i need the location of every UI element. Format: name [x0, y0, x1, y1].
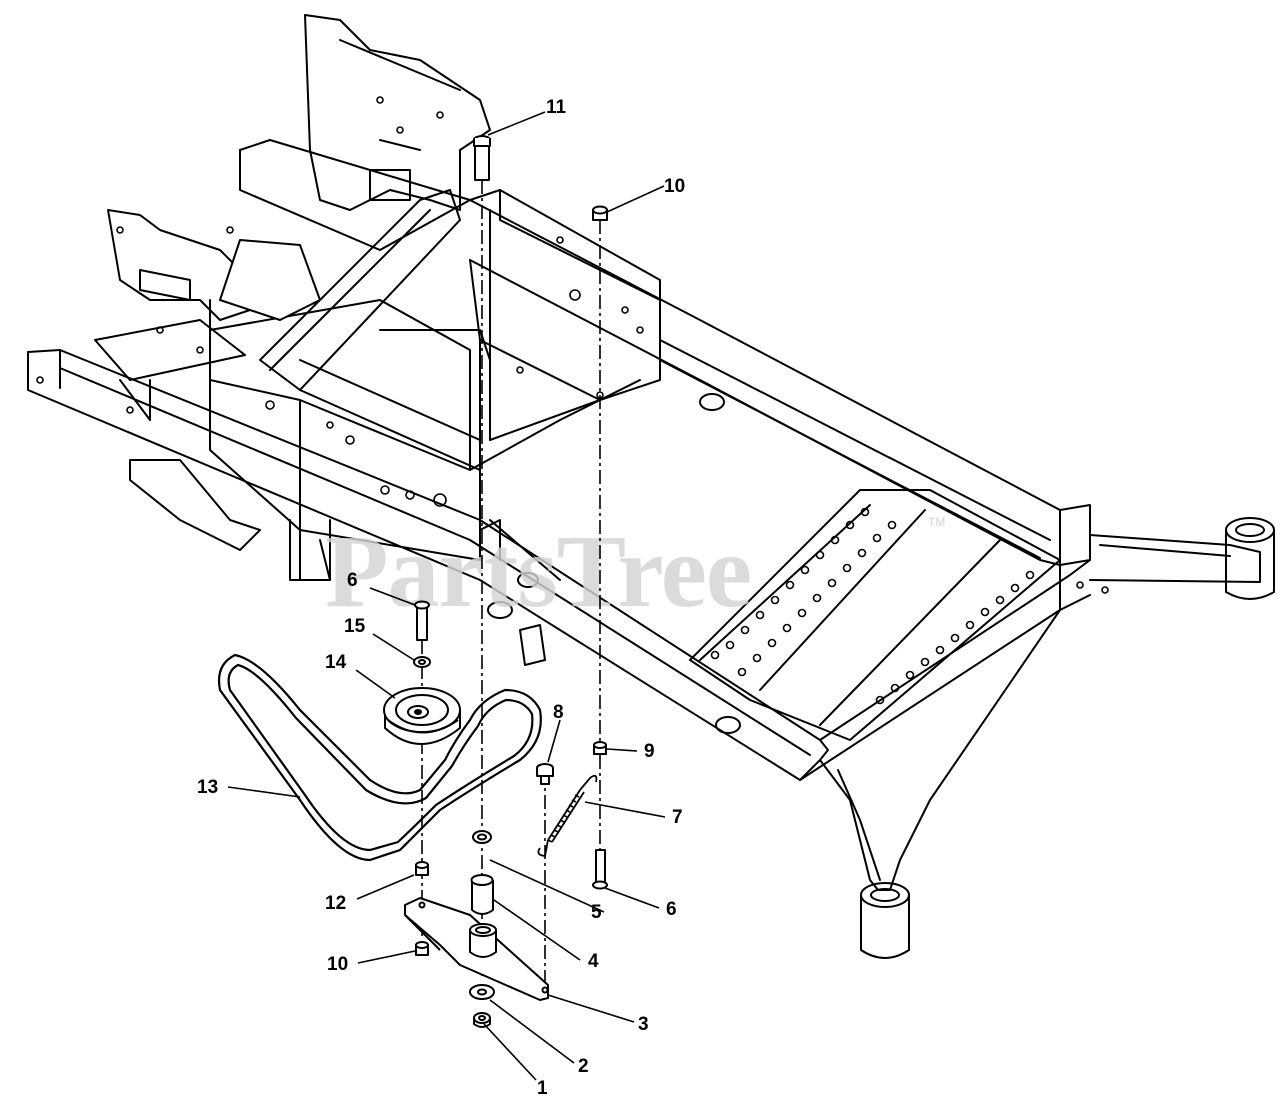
watermark-trademark: TM	[928, 515, 945, 529]
callout-8: 8	[553, 702, 564, 723]
callout-15: 15	[344, 616, 366, 637]
part-15-washer	[413, 656, 431, 668]
callout-14: 14	[325, 652, 347, 673]
part-10-nut-top	[592, 205, 608, 221]
callout-9: 9	[644, 741, 655, 762]
callout-7: 7	[672, 807, 683, 828]
part-1-nut	[473, 1012, 491, 1028]
part-6-bolt-right	[592, 849, 608, 890]
part-6-bolt-left	[414, 600, 430, 641]
mower-frame	[27, 14, 1275, 959]
callout-13: 13	[197, 777, 218, 798]
part-14-idler-pulley	[383, 687, 461, 745]
callout-12: 12	[325, 893, 346, 914]
part-13-belt	[217, 653, 542, 862]
part-7-spring	[537, 774, 598, 857]
callouts: 11 10 6 15 14 8 9 13 7 12 5 6 4 10 3 2 1	[197, 97, 685, 1099]
part-11-bolt	[473, 135, 491, 181]
part-12-spacer	[415, 861, 429, 876]
part-2-washer	[469, 984, 495, 1000]
part-9-nut	[593, 741, 607, 755]
callout-3: 3	[638, 1014, 649, 1035]
callout-1: 1	[537, 1078, 548, 1099]
callout-2: 2	[578, 1056, 589, 1077]
frame-holes	[36, 96, 1109, 705]
leader-lines	[227, 111, 666, 1081]
callout-6-upper: 6	[347, 570, 358, 591]
watermark-text: PartsTree	[325, 514, 751, 629]
part-5-washer	[472, 830, 492, 844]
part-4-bushing	[470, 874, 494, 915]
part-3-idler-arm	[404, 897, 549, 1001]
watermark: PartsTree TM	[325, 514, 945, 629]
part-8-shoulder-bolt	[536, 763, 554, 785]
callout-5: 5	[591, 902, 602, 923]
callout-6-lower: 6	[666, 899, 677, 920]
callout-4: 4	[588, 951, 599, 972]
callout-10-top: 10	[664, 176, 685, 197]
callout-10-bottom: 10	[327, 954, 348, 975]
callout-11: 11	[546, 97, 567, 118]
part-10-nut-bottom	[415, 941, 429, 956]
